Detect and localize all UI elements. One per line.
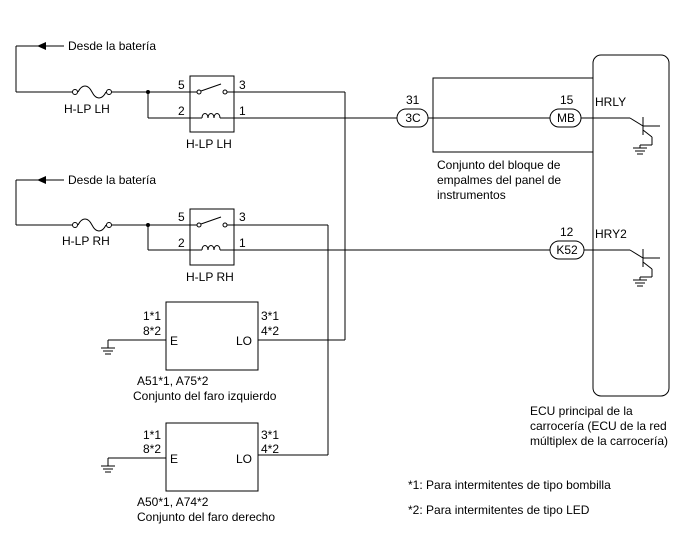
ecu-label: ECU principal de la carrocería (ECU de l… [530, 404, 670, 448]
main-body-ecu [592, 54, 670, 397]
connector-mb-name: MB [557, 111, 575, 125]
relay-lh-pin2: 2 [178, 104, 185, 118]
relay-rh-pin3: 3 [239, 210, 246, 224]
ground-icon [101, 465, 115, 473]
hry2-label: HRY2 [595, 227, 627, 241]
left-lamp-pin-r2: 4*2 [261, 324, 279, 338]
left-lamp-code: A51*1, A75*2 [137, 374, 209, 388]
relay-rh [189, 208, 235, 266]
ground-icon [633, 279, 647, 287]
connector-3c [396, 108, 429, 128]
right-lamp-name: Conjunto del faro derecho [137, 510, 275, 524]
coil-icon [190, 245, 234, 251]
right-lamp-pin-l1: 1*1 [143, 428, 161, 442]
connector-31-num: 31 [406, 93, 420, 107]
right-lamp-pin-r2: 4*2 [261, 442, 279, 456]
relay-rh-pin1: 1 [239, 236, 246, 250]
ground-icon [101, 347, 115, 355]
left-lamp-e: E [170, 334, 178, 348]
relay-rh-pin2: 2 [178, 236, 185, 250]
connector-3c-name: 3C [405, 111, 421, 125]
fuse-lh-label: H-LP LH [64, 102, 110, 116]
left-headlamp-box [165, 301, 259, 371]
right-lamp-lo: LO [236, 452, 252, 466]
right-headlamp-box [165, 422, 259, 492]
transistor-hrly-icon [593, 117, 660, 148]
left-lamp-pin-r1: 3*1 [261, 309, 279, 323]
note-2: *2: Para intermitentes de tipo LED [408, 503, 590, 517]
connector-15-num: 15 [560, 93, 574, 107]
hrly-label: HRLY [595, 95, 626, 109]
left-lamp-pin-l2: 8*2 [143, 324, 161, 338]
relay-lh [189, 75, 235, 133]
relay-lh-pin3: 3 [239, 78, 246, 92]
left-lamp-name: Conjunto del faro izquierdo [133, 389, 277, 403]
fuse-rh-label: H-LP RH [62, 234, 110, 248]
right-lamp-e: E [170, 452, 178, 466]
transistor-hry2-icon [593, 249, 660, 280]
ground-icon [633, 147, 647, 155]
left-lamp-lo: LO [236, 334, 252, 348]
relay-rh-pin5: 5 [178, 210, 185, 224]
relay-lh-pin5: 5 [178, 78, 185, 92]
coil-icon [190, 113, 234, 119]
right-lamp-pin-r1: 3*1 [261, 428, 279, 442]
junction-block-label: Conjunto del bloque de empalmes del pane… [437, 158, 564, 202]
battery-supply-lh [15, 42, 72, 93]
connector-k52-name: K52 [556, 243, 578, 257]
right-lamp-pin-l2: 8*2 [143, 442, 161, 456]
relay-rh-label: H-LP RH [186, 270, 234, 284]
relay-lh-label: H-LP LH [186, 137, 232, 151]
connector-12-num: 12 [560, 225, 574, 239]
fuse-lh-icon [72, 85, 112, 99]
right-lamp-code: A50*1, A74*2 [137, 495, 209, 509]
left-lamp-pin-l1: 1*1 [143, 309, 161, 323]
battery-supply-rh [15, 176, 72, 226]
from-battery-label-1: Desde la batería [68, 39, 156, 53]
from-battery-label-2: Desde la batería [68, 173, 156, 187]
note-1: *1: Para intermitentes de tipo bombilla [408, 478, 611, 492]
relay-lh-pin1: 1 [239, 104, 246, 118]
fuse-rh-icon [72, 218, 112, 232]
